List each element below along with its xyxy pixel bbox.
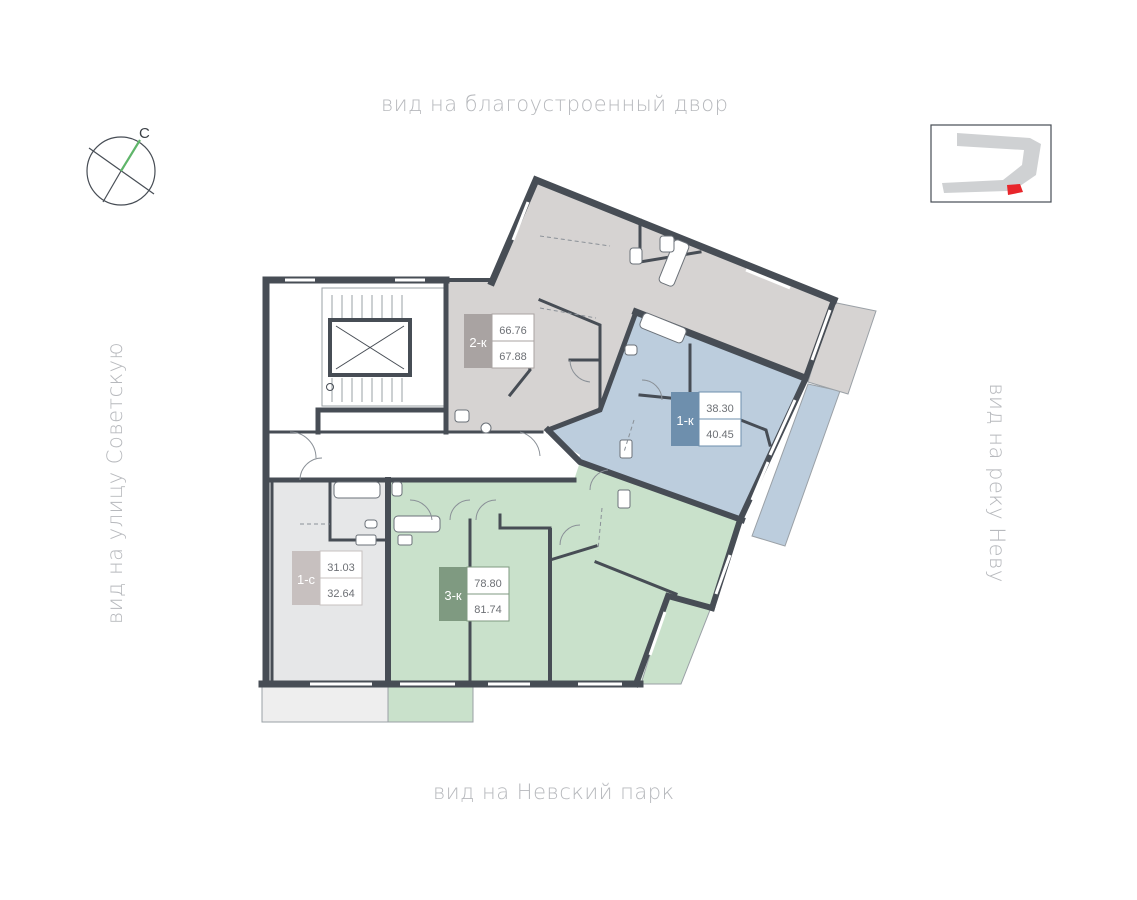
apt-label-1k[interactable]: 1-к 38.30 40.45: [671, 391, 742, 447]
apt-2k-area: [446, 180, 834, 432]
windows: [285, 201, 832, 686]
apt-type: 1-к: [676, 413, 694, 428]
apt-label-2k[interactable]: 2-к 66.76 67.88: [464, 313, 535, 369]
apt-type: 1-с: [297, 572, 316, 587]
minimap-highlight: [1007, 184, 1023, 195]
bathroom-fixtures: [333, 235, 690, 546]
doors: [289, 235, 663, 551]
apt-area-total: 40.45: [706, 429, 734, 441]
apt-label-3k[interactable]: 3-к 78.80 81.74: [439, 566, 510, 622]
apt-area-total: 67.88: [499, 351, 527, 363]
apt-type: 2-к: [469, 335, 487, 350]
minimap: [930, 124, 1052, 203]
stairwell: [321, 287, 445, 407]
apt-area-living: 38.30: [706, 403, 734, 415]
apt-area-total: 81.74: [474, 604, 502, 616]
view-label-bottom: вид на Невский парк: [433, 780, 675, 804]
apt-area-living: 66.76: [499, 325, 527, 337]
compass-icon: С: [86, 125, 156, 206]
apt-area-living: 78.80: [474, 578, 502, 590]
apt-label-1s[interactable]: 1-с 31.03 32.64: [292, 550, 363, 606]
apt-area-total: 32.64: [327, 588, 355, 600]
apt-type: 3-к: [444, 588, 462, 603]
compass-north-label: С: [139, 125, 150, 142]
apt-area-living: 31.03: [327, 562, 355, 574]
view-label-top: вид на благоустроенный двор: [381, 92, 729, 116]
